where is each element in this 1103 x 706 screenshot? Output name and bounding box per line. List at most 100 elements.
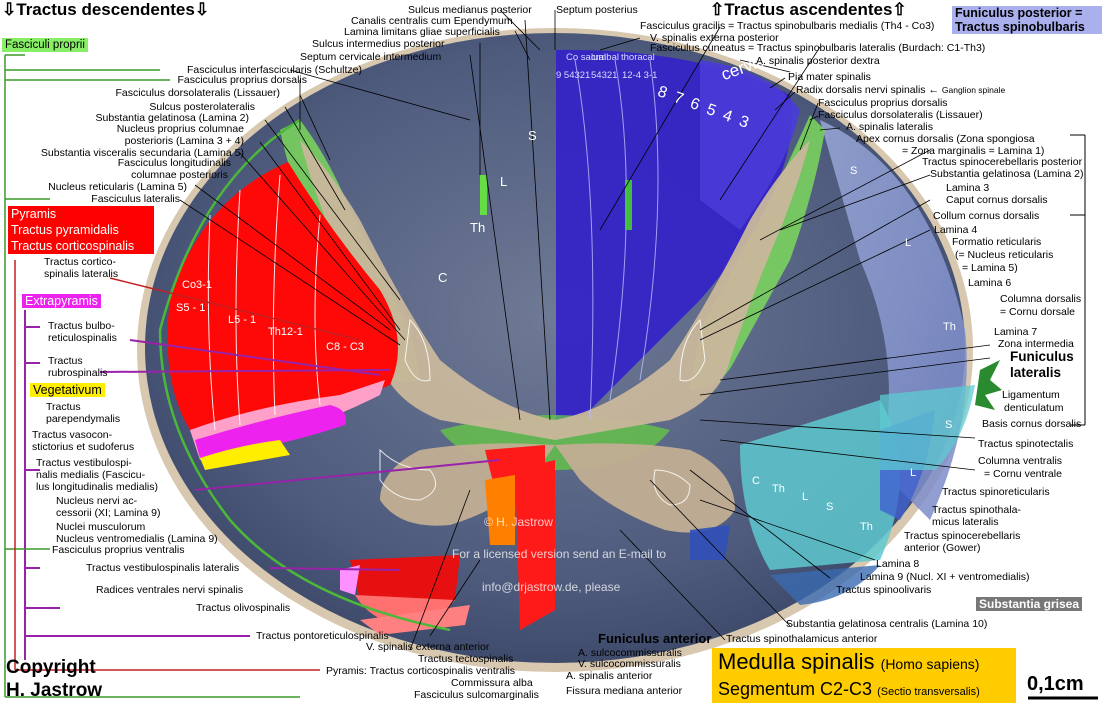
label-septum-cervicale: Septum cervicale intermedium: [300, 51, 442, 63]
label-fasciculus-dorsolateralis-right: Fasciculus dorsolateralis (Lissauer): [818, 109, 983, 121]
label-thoracal-nums: 12-4 3-1: [622, 70, 658, 81]
green-pia-left: [158, 118, 451, 632]
columna-dorsalis-bracket: [1070, 134, 1086, 426]
label-Th-right-3: Th: [772, 483, 785, 495]
label-radices-ventrales: Radices ventrales nervi spinalis: [96, 584, 244, 596]
label-fasciculus-interfascicularis: Fasciculus interfascicularis (Schultze): [186, 64, 362, 76]
title-segment-sub: (Sectio transversalis): [877, 686, 980, 698]
label-a-spinalis-lateralis: A. spinalis lateralis: [846, 121, 933, 133]
label-tractus-spinocerebellaris-ant-2: anterior (Gower): [904, 542, 981, 554]
label-sacral-nums: 9 54321: [556, 70, 591, 81]
label-fasciculus-longitudinalis-1: Fasciculus longitudinalis: [117, 157, 231, 169]
label-S-left: S: [528, 128, 537, 143]
label-tractus-vestibulospinalis-lat: Tractus vestibulospinalis lateralis: [86, 562, 240, 574]
label-tractus-vasoconstrictorius-1: Tractus vasocon-: [32, 429, 113, 441]
label-Th-right: Th: [943, 321, 956, 333]
copyright-line1: Copyright: [6, 657, 96, 678]
label-tractus-spinoolivaris: Tractus spinoolivaris: [836, 584, 932, 596]
gray-matter: [300, 140, 810, 440]
label-fasciculus-sulcomarginalis: Fasciculus sulcomarginalis: [414, 689, 539, 701]
label-pyr-c: C8 - C3: [326, 341, 364, 353]
title-main-text: Medulla spinalis: [718, 649, 875, 674]
label-tractus-vasoconstrictorius-2: stictorius et sudoferus: [32, 441, 135, 453]
label-septum-posterius: Septum posterius: [556, 4, 638, 16]
label-tractus-parependymalis-1: Tractus: [46, 401, 81, 413]
label-tractus-olivospinalis: Tractus olivospinalis: [196, 602, 291, 614]
label-formatio-reticularis-3: = Lamina 5): [962, 262, 1018, 274]
ligamentum-denticulatum: [975, 360, 1002, 410]
pyramis-line2: Tractus pyramidalis: [11, 223, 119, 237]
label-columna-dorsalis-2: = Cornu dorsale: [1000, 306, 1076, 318]
label-lamina-3: Lamina 3: [946, 182, 990, 194]
label-lumbal-nums: 54321: [591, 70, 618, 81]
tractus-spinotectalis-region: [880, 385, 975, 470]
watermark-photo: © H. Jastrow: [484, 515, 553, 529]
label-thoracal: thoracal: [621, 52, 655, 63]
tractus-corticospinalis-ventralis-region: [515, 460, 555, 630]
ventral-horn-right: [555, 443, 735, 533]
label-sulcus-medianus-posterior: Sulcus medianus posterior: [408, 4, 532, 16]
label-tractus-bulbo-1: Tractus bulbo-: [48, 320, 115, 332]
label-funiculus-anterior: Funiculus anterior: [598, 631, 712, 646]
label-S-right: S: [850, 165, 858, 177]
label-L-left: L: [500, 174, 508, 189]
pyramis-line1: Pyramis: [11, 207, 57, 221]
label-tractus-spinoreticularis: Tractus spinoreticularis: [942, 486, 1050, 498]
tractus-bulboreticulospinalis-region: [195, 405, 346, 458]
label-nucleus-proprius-1: Nucleus proprius columnae: [116, 123, 244, 135]
label-v-spinalis-externa-posterior: V. spinalis externa posterior: [650, 32, 779, 44]
label-nucleus-ventromedialis: Nucleus ventromedialis (Lamina 9): [56, 533, 218, 545]
label-tractus-corticospinalis-1: Tractus cortico-: [44, 256, 116, 268]
box-pyramis: Pyramis Tractus pyramidalis Tractus cort…: [8, 206, 154, 254]
title-segment: Segmentum C2-C3 (Sectio transversalis): [712, 676, 1016, 703]
pyramis-lamination-lines: [207, 174, 321, 431]
label-collum-cornus: Collum cornus dorsalis: [933, 210, 1040, 222]
label-L-right-3: L: [802, 491, 809, 503]
label-fasciculus-gracilis: Fasciculus gracilis = Tractus spinobulba…: [640, 20, 935, 32]
label-canalis-centralis: Canalis centralis cum Ependymum: [351, 15, 513, 27]
label-C-right: C: [752, 475, 760, 487]
box-vegetativum: Vegetativum: [30, 383, 105, 397]
label-tractus-spinotectalis: Tractus spinotectalis: [978, 438, 1074, 450]
label-tractus-spinothalamicus-lat-1: Tractus spinothala-: [932, 504, 1021, 516]
label-pyr-l: L5 - 1: [228, 314, 257, 326]
label-substantia-gelatinosa-left: Substantia gelatinosa (Lamina 2): [95, 112, 249, 124]
label-apex-cornus-2: = Zona marginalis = Lamina 1): [902, 145, 1045, 157]
label-Th-left: Th: [470, 220, 486, 235]
funiculus-posterior-line2: Tractus spinobulbaris: [955, 20, 1085, 34]
label-L-right-2: L: [910, 467, 917, 479]
label-lamina-limitans: Lamina limitans gliae superficialis: [344, 26, 500, 38]
label-tractus-rubro-2: rubrospinalis: [48, 367, 108, 379]
pyramis-line3: Tractus corticospinalis: [11, 239, 135, 253]
label-nucleus-nervi-accessorii-1: Nucleus nervi ac-: [56, 495, 138, 507]
label-fasciculus-longitudinalis-2: columnae posterioris: [131, 169, 228, 181]
tractus-spinoolivaris-region: [770, 565, 880, 605]
label-ligamentum-2: denticulatum: [1004, 402, 1064, 414]
scale-bar-label: 0,1cm: [1027, 673, 1084, 695]
label-Th-right-2: Th: [860, 521, 873, 533]
ganglion-spinale-text: Ganglion spinale: [941, 85, 1006, 95]
tractus-tectospinalis-region: [485, 475, 515, 545]
label-lumbal: lumbal: [591, 52, 619, 63]
label-v-spinalis-externa-anterior: V. spinalis externa anterior: [366, 641, 490, 653]
label-lamina-4: Lamina 4: [934, 224, 978, 236]
label-tractus-vestibulospinalis-med-1: Tractus vestibulospi-: [36, 457, 132, 469]
label-columna-ventralis-2: = Cornu ventrale: [984, 468, 1062, 480]
label-a-spinalis-anterior: A. spinalis anterior: [566, 670, 653, 682]
label-fasciculus-dorsolateralis-left: Fasciculus dorsolateralis (Lissauer): [115, 87, 280, 99]
label-formatio-reticularis-1: Formatio reticularis: [952, 236, 1042, 248]
label-fasciculus-proprius-dorsalis-left: Fasciculus proprius dorsalis: [177, 74, 307, 86]
label-tractus-corticospinalis-2: spinalis lateralis: [44, 268, 119, 280]
title-main-sub: (Homo sapiens): [880, 656, 980, 672]
label-sacral: Co sacral: [566, 52, 607, 63]
label-pyr-co: Co3-1: [182, 279, 212, 291]
label-caput-cornus: Caput cornus dorsalis: [946, 194, 1048, 206]
watermark-licensed: For a licensed version send an E-mail to: [452, 547, 667, 561]
label-v-sulcocommissuralis: V. sulcocommissuralis: [578, 658, 681, 670]
label-fasciculus-proprius-dorsalis-right: Fasciculus proprius dorsalis: [818, 97, 948, 109]
watermark-email: info@drjastrow.de, please: [482, 580, 621, 594]
label-funiculus-lateralis: Funiculus lateralis: [1010, 349, 1074, 381]
label-tractus-spinocerebellaris-posterior: Tractus spinocerebellaris posterior: [922, 156, 1083, 168]
label-radix-dorsalis: Radix dorsalis nervi spinalis ← Ganglion…: [796, 85, 1005, 96]
